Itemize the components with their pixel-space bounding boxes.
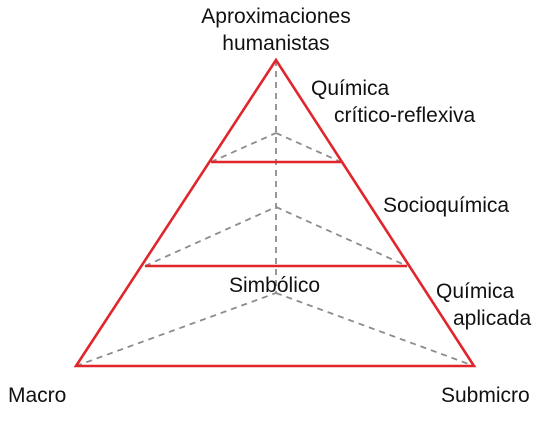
label-apex-line-2: humanistas: [222, 32, 330, 55]
label-interior-text: Simbólico: [229, 274, 321, 297]
dashed-mid-right: [275, 206, 408, 267]
label-corner-right-text: Submicro: [441, 384, 530, 407]
dashed-base-right: [275, 292, 475, 367]
label-interior: Simbólico: [229, 272, 320, 299]
dashed-mid-left: [144, 206, 277, 267]
label-corner-left-text: Macro: [8, 384, 67, 407]
label-level-middle-line-1: Socioquímica: [383, 194, 510, 217]
label-level-bottom: Química aplicada: [436, 278, 531, 332]
dashed-top-left: [210, 132, 277, 163]
pyramid-outline: [73, 57, 477, 368]
label-level-top-line-1: Química: [311, 77, 390, 100]
label-apex: Aproximaciones humanistas: [201, 3, 350, 57]
label-corner-left: Macro: [8, 382, 66, 409]
outline-edges: [73, 57, 477, 368]
label-level-middle: Socioquímica: [383, 192, 509, 219]
label-level-bottom-line-2: aplicada: [453, 307, 532, 330]
dashed-top-right: [275, 132, 342, 163]
label-level-top-line-2: crítico-reflexiva: [334, 104, 476, 127]
dashed-edges: [75, 60, 475, 367]
label-level-bottom-line-1: Química: [436, 280, 515, 303]
dashed-base-left: [75, 292, 277, 367]
label-apex-line-1: Aproximaciones: [201, 5, 351, 28]
label-corner-right: Submicro: [441, 382, 530, 409]
label-level-top: Química crítico-reflexiva: [309, 75, 475, 129]
